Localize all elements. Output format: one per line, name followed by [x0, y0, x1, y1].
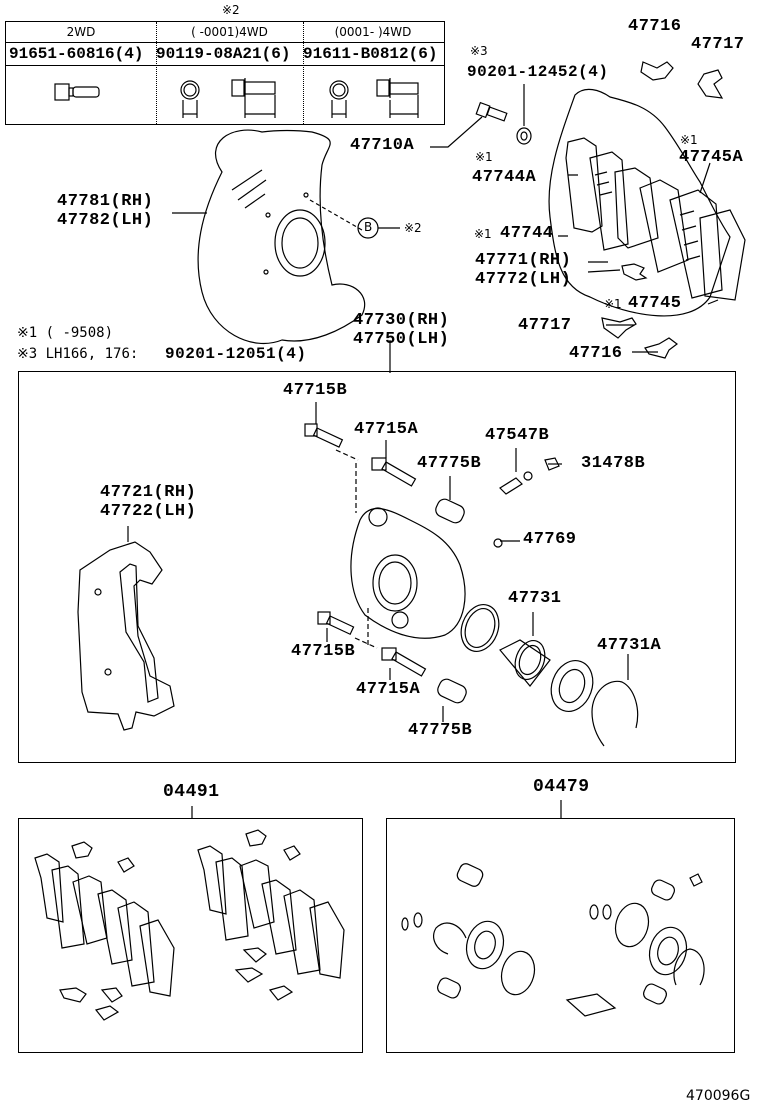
part-label-47744[interactable]: 47744 — [500, 224, 554, 243]
part-label-47775b[interactable]: 47775B — [408, 721, 473, 740]
diagram-code: 470096G — [686, 1088, 751, 1104]
note-mark-1: ※1 — [475, 150, 493, 164]
part-label-47781-rh[interactable]: 47781(RH) — [57, 192, 154, 211]
note-mark-3: ※3 — [470, 44, 488, 58]
part-label-47750-lh[interactable]: 47750(LH) — [353, 330, 450, 349]
table-column-4wd-early — [156, 22, 304, 124]
part-label-47731a[interactable]: 47731A — [597, 636, 662, 655]
bolt-side-icon-12 — [376, 78, 419, 118]
b-marker-label: B — [364, 220, 373, 234]
table-part-number[interactable]: 91611-B0812(6) — [303, 45, 438, 63]
washer-icon-90201 — [516, 84, 532, 145]
part-label-47716[interactable]: 47716 — [628, 17, 682, 36]
note-3-prefix: ※3 LH166, 176: — [17, 346, 139, 362]
caliper-leader-lines — [127, 402, 629, 722]
pad-kit-contents-icon — [34, 829, 345, 1021]
bolt-side-icon-14 — [231, 78, 276, 118]
kit-label-04479[interactable]: 04479 — [533, 777, 590, 797]
bolt-icon-2wd — [54, 83, 100, 101]
part-label-47745a[interactable]: 47745A — [679, 148, 744, 167]
note-1-date-range: ※1 ( -9508) — [17, 325, 114, 341]
part-label-47710a[interactable]: 47710A — [350, 136, 415, 155]
table-column-2wd — [6, 22, 157, 124]
part-label-47715b[interactable]: 47715B — [283, 381, 348, 400]
kit-label-04491[interactable]: 04491 — [163, 782, 220, 802]
table-part-number[interactable]: 91651-60816(4) — [9, 45, 144, 63]
note-mark-1: ※1 — [604, 297, 622, 311]
part-label-47771-rh[interactable]: 47771(RH) — [475, 251, 572, 270]
part-label-47721-rh[interactable]: 47721(RH) — [100, 483, 197, 502]
part-label-47772-lh[interactable]: 47772(LH) — [475, 270, 572, 289]
part-label-47730-rh[interactable]: 47730(RH) — [353, 311, 450, 330]
part-label-90201-12051[interactable]: 90201-12051(4) — [165, 345, 307, 363]
table-part-number[interactable]: 90119-08A21(6) — [156, 45, 291, 63]
part-label-47775b[interactable]: 47775B — [417, 454, 482, 473]
bolt-icon-47710a — [430, 101, 508, 148]
part-label-47547b[interactable]: 47547B — [485, 426, 550, 445]
part-label-47717[interactable]: 47717 — [691, 35, 745, 54]
part-label-31478b[interactable]: 31478B — [581, 454, 646, 473]
bleeder-screw-icon — [493, 457, 560, 548]
brake-pad-assembly-icon — [565, 137, 746, 301]
fastener-table: 2WD ( -0001)4WD (0001- )4WD 91651-60816(… — [5, 21, 445, 125]
part-label-90201-12452[interactable]: 90201-12452(4) — [467, 63, 609, 81]
steering-knuckle-outline — [548, 88, 731, 317]
set-ring-icon — [591, 680, 639, 747]
caliper-assembly-box — [18, 371, 736, 763]
anti-squeal-clip-icon — [601, 61, 724, 359]
washer-icon-16 — [180, 80, 200, 118]
seal-kit-box — [386, 818, 735, 1053]
part-label-47782-lh[interactable]: 47782(LH) — [57, 211, 154, 230]
part-label-47715b[interactable]: 47715B — [291, 642, 356, 661]
table-header: 2WD — [66, 25, 96, 39]
note-mark-1: ※1 — [680, 133, 698, 147]
table-header: (0001- )4WD — [334, 25, 412, 39]
dust-shield-icon — [172, 129, 366, 345]
caliper-body-icon — [350, 507, 466, 639]
seal-kit-contents-icon — [401, 863, 705, 1017]
pad-kit-box — [18, 818, 363, 1053]
part-label-47731[interactable]: 47731 — [508, 589, 562, 608]
boot-icon — [435, 498, 467, 704]
part-label-47715a[interactable]: 47715A — [354, 420, 419, 439]
piston-icon — [499, 639, 551, 687]
dust-boot-icon — [550, 660, 594, 712]
part-label-47715a[interactable]: 47715A — [356, 680, 421, 699]
part-label-47717[interactable]: 47717 — [518, 316, 572, 335]
caliper-mounting-bracket-icon — [77, 541, 175, 731]
part-label-47716[interactable]: 47716 — [569, 344, 623, 363]
part-label-47744a[interactable]: 47744A — [472, 168, 537, 187]
note-mark-1: ※1 — [474, 227, 492, 241]
slide-pin-bolt-icon — [304, 423, 427, 677]
part-label-47745[interactable]: 47745 — [628, 294, 682, 313]
part-label-47722-lh[interactable]: 47722(LH) — [100, 502, 197, 521]
table-header: ( -0001)4WD — [191, 25, 268, 39]
washer-icon-13 — [329, 80, 349, 118]
table-note-mark: ※2 — [222, 3, 240, 17]
b-marker-note: ※2 — [404, 221, 422, 235]
part-label-47769[interactable]: 47769 — [523, 530, 577, 549]
piston-seal-icon — [460, 604, 500, 652]
